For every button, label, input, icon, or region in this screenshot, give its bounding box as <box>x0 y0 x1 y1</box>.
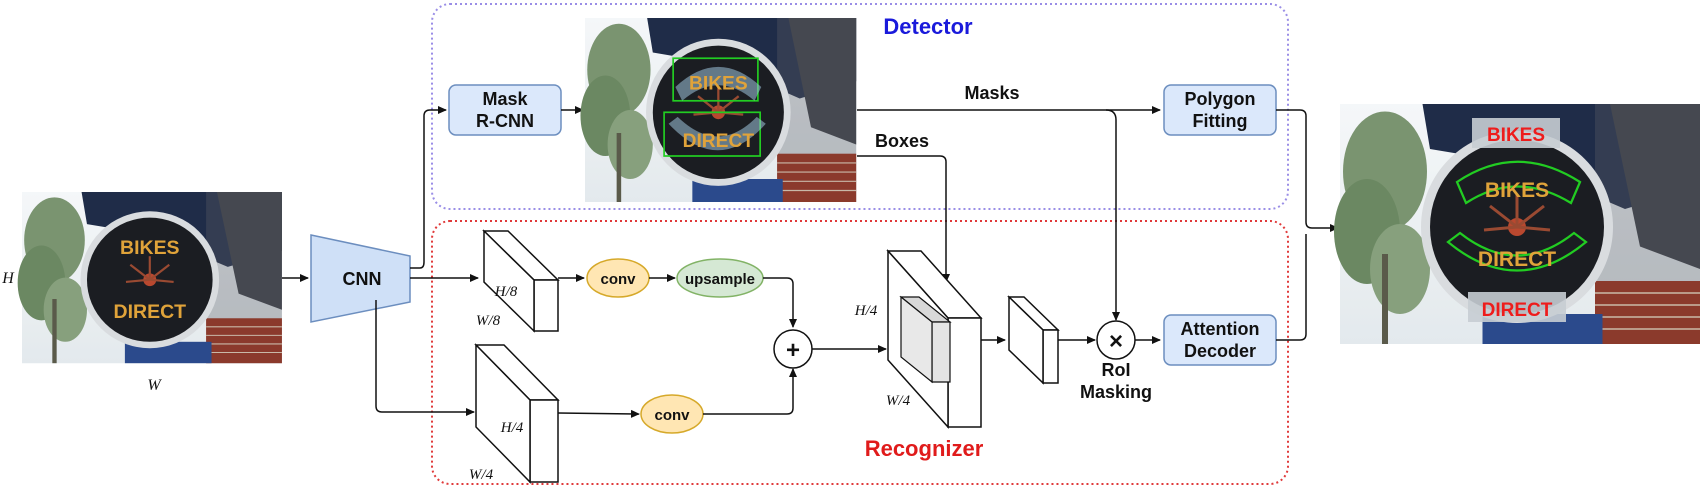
input-height-label: H <box>1 270 15 287</box>
feat4-w-label: W/4 <box>469 467 494 483</box>
attention-label-2: Decoder <box>1184 341 1256 361</box>
cnn-label: CNN <box>343 269 382 289</box>
detection-image: BIKES DIRECT <box>579 16 858 204</box>
polygon-label-1: Polygon <box>1185 89 1256 109</box>
edge-polygon-output <box>1276 109 1307 222</box>
roi-masking-label-2: Masking <box>1080 382 1152 402</box>
input-sign-word2: DIRECT <box>114 301 187 323</box>
detection-box-top <box>672 57 759 102</box>
conv-bottom-label: conv <box>654 407 690 424</box>
edge-cnn-feat4 <box>375 300 475 416</box>
detection-sign-word1: BIKES <box>689 72 748 94</box>
edge-decoder-output <box>1276 234 1307 341</box>
output-recognized-word1: BIKES <box>1487 125 1545 146</box>
input-width-label: W <box>147 377 162 394</box>
mask-rcnn-label-1: Mask <box>482 89 528 109</box>
detector-title: Detector <box>883 14 973 39</box>
input-sign-word1: BIKES <box>120 237 180 259</box>
merged-h-label: H/4 <box>854 303 878 319</box>
input-image: BIKES DIRECT <box>16 190 284 365</box>
roi-masking-label-1: RoI <box>1102 360 1131 380</box>
output-label-bg-2 <box>1468 292 1566 322</box>
roi-masking-symbol: × <box>1109 328 1123 355</box>
output-sign-word1: BIKES <box>1485 179 1549 202</box>
recognizer-region <box>431 220 1289 485</box>
upsample-label: upsample <box>685 271 755 288</box>
recognizer-title: Recognizer <box>865 436 984 461</box>
edge-feat4-conv <box>557 409 640 418</box>
edge-cnn-maskrcnn <box>410 106 447 269</box>
output-recognized-word2: DIRECT <box>1482 300 1553 321</box>
feat8-w-label: W/8 <box>476 313 501 329</box>
output-polygon-top <box>1455 160 1582 205</box>
polygon-label-2: Fitting <box>1193 111 1248 131</box>
edge-upsample-plus <box>763 277 797 328</box>
conv-top-label: conv <box>600 271 636 288</box>
edge-conv-plus <box>703 368 797 415</box>
boxes-label: Boxes <box>875 131 929 151</box>
output-label-bg-1 <box>1472 118 1560 148</box>
attention-label-1: Attention <box>1181 319 1260 339</box>
edge-masks-roi <box>1105 109 1120 321</box>
feat4-h-label: H/4 <box>500 420 524 436</box>
roi-feature <box>1007 295 1060 385</box>
sum-symbol: + <box>786 337 800 364</box>
mask-rcnn-label-2: R-CNN <box>476 111 534 131</box>
masks-label: Masks <box>964 83 1019 103</box>
output-image: BIKES DIRECT <box>1332 102 1701 346</box>
output-polygon-bottom <box>1446 231 1588 272</box>
roi-crop <box>899 295 952 384</box>
cnn-block <box>310 234 411 323</box>
edge-boxes-features <box>857 155 950 283</box>
merged-w-label: W/4 <box>886 393 911 409</box>
detection-box-bottom <box>663 111 761 157</box>
detector-region <box>431 3 1289 210</box>
feature-map-h4-bottom <box>474 343 560 484</box>
output-sign-word2: DIRECT <box>1478 248 1556 271</box>
feature-map-h8 <box>482 229 560 333</box>
detection-sign-word2: DIRECT <box>683 130 755 152</box>
feat8-h-label: H/8 <box>494 284 518 300</box>
edge-merge-output <box>1305 221 1339 232</box>
